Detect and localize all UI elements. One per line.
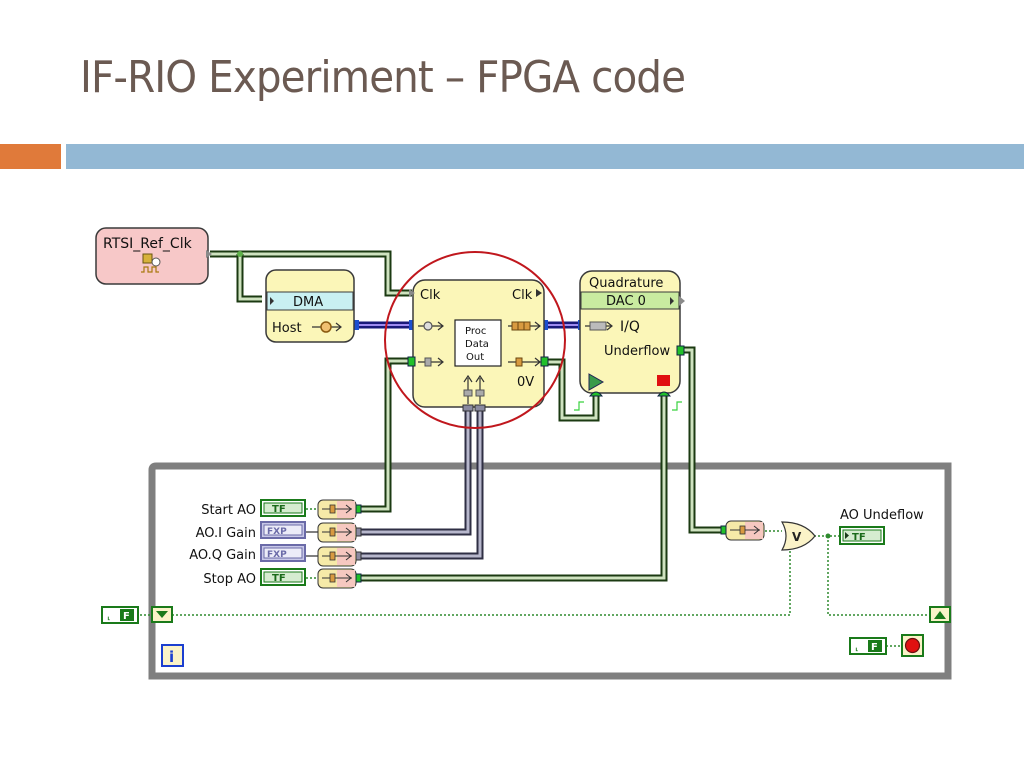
indicator-ao-underflow: AO Undeflow TF (839, 508, 924, 545)
underflow-wire (682, 346, 722, 534)
or-gate-symbol: V (792, 530, 802, 544)
constant-value: F (871, 642, 878, 653)
iteration-terminal: i (161, 644, 184, 667)
write-node-ao-q-gain (317, 546, 362, 567)
slide-title: IF-RIO Experiment – FPGA code (80, 52, 686, 103)
shift-register-right[interactable] (929, 606, 951, 623)
front-panel-controls[interactable]: Start AO TF AO.I Gain FXP AO.Q Gain FXP … (189, 499, 306, 587)
control-label: AO.Q Gain (189, 548, 256, 563)
write-node-stop-ao (317, 568, 362, 589)
write-node-ao-i-gain (317, 522, 362, 543)
iteration-symbol: i (169, 648, 174, 666)
rtsi-ref-clk-node[interactable]: RTSI_Ref_Clk (95, 227, 212, 285)
stop-square-icon (657, 375, 670, 386)
dma-fifo-node[interactable]: DMA Host (265, 269, 355, 343)
shift-register-left[interactable] (151, 606, 173, 623)
control-label: Start AO (201, 503, 256, 518)
register-write-nodes[interactable] (317, 499, 765, 589)
control-label: Stop AO (203, 572, 256, 587)
dotted-wires (140, 508, 930, 647)
boolean-output-icon (508, 357, 541, 367)
while-loop-frame[interactable] (148, 462, 952, 680)
proc-center-line-1: Proc (465, 326, 486, 337)
quadrature-iq-label: I/Q (620, 319, 640, 335)
start-ao-wire (360, 357, 412, 513)
read-node-underflow (720, 520, 765, 541)
write-node-start-ao (317, 499, 362, 520)
proc-clk-in-label: Clk (420, 288, 441, 303)
dma-host-label: Host (272, 321, 302, 336)
quadrature-channel: DAC 0 (606, 294, 646, 309)
proc-clk-out-label: Clk (512, 288, 533, 303)
svg-text:⸤: ⸤ (855, 642, 859, 653)
proc-0v-label: 0V (517, 375, 534, 390)
control-ao-i-gain[interactable]: AO.I Gain FXP (196, 521, 306, 541)
constant-value: F (123, 611, 130, 622)
indicator-type: TF (852, 532, 866, 543)
quadrature-title: Quadrature (589, 276, 663, 291)
arrow-up-icon (934, 611, 946, 619)
stop-ao-wire (360, 395, 668, 582)
false-constant-left[interactable]: ⸤ F (101, 606, 139, 624)
control-label: AO.I Gain (196, 526, 256, 541)
fxp-wires (360, 408, 484, 560)
control-type: FXP (267, 550, 287, 560)
proc-0v-wire (545, 358, 600, 422)
arrow-down-icon (156, 611, 168, 618)
control-type: TF (272, 573, 286, 584)
svg-text:⸤: ⸤ (107, 611, 111, 622)
start-triangle-icon (588, 373, 605, 391)
proc-center-line-3: Out (466, 352, 484, 363)
boolean-wires (210, 250, 722, 582)
false-constant-right[interactable]: ⸤ F (849, 637, 887, 655)
accent-bar-blue (66, 144, 1024, 169)
fifo-input-icon (418, 321, 444, 331)
control-type: FXP (267, 527, 287, 537)
quadrature-underflow-label: Underflow (604, 344, 670, 359)
accent-bar-orange (0, 144, 61, 169)
control-type: TF (272, 504, 286, 515)
fifo-read-icon (312, 321, 342, 333)
dma-header: DMA (293, 295, 323, 310)
quadrature-dac-node[interactable]: Quadrature DAC 0 I/Q Underflow (574, 270, 685, 411)
stop-sign-icon (904, 637, 921, 654)
rtsi-ref-clk-label: RTSI_Ref_Clk (103, 236, 193, 252)
iq-input-icon (585, 321, 613, 331)
boolean-input-icon (418, 357, 444, 367)
or-gate[interactable]: V (780, 521, 831, 551)
proc-data-out-node[interactable]: Clk Clk Proc Data Out (407, 279, 549, 412)
gain-input-icons (462, 374, 486, 412)
control-ao-q-gain[interactable]: AO.Q Gain FXP (189, 544, 306, 563)
indicator-label: AO Undeflow (840, 508, 924, 523)
stop-condition-terminal[interactable] (901, 634, 924, 657)
proc-center-line-2: Data (465, 339, 489, 350)
control-start-ao[interactable]: Start AO TF (201, 499, 306, 518)
highlight-circle (384, 251, 566, 429)
iq-output-icon (508, 321, 541, 331)
control-stop-ao[interactable]: Stop AO TF (203, 568, 306, 587)
clock-chip-icon (141, 253, 161, 273)
